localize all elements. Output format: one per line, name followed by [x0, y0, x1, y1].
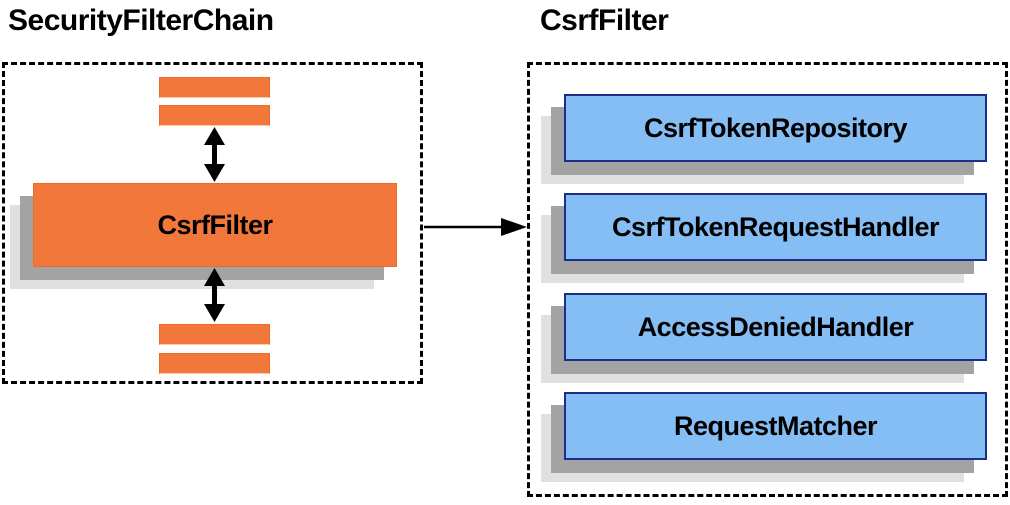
component-access-denied-handler: AccessDeniedHandler — [564, 293, 987, 361]
filter-placeholder-bar — [159, 105, 270, 126]
component-label: CsrfTokenRepository — [643, 112, 908, 143]
component-label: AccessDeniedHandler — [637, 311, 914, 342]
component-label: CsrfTokenRequestHandler — [611, 211, 940, 242]
csrf-filter-node: CsrfFilter — [33, 183, 397, 267]
security-filter-chain-container — [2, 62, 423, 384]
filter-placeholder-bar — [159, 77, 270, 98]
component-request-matcher: RequestMatcher — [564, 392, 987, 460]
csrf-filter-title: CsrfFilter — [540, 4, 669, 37]
filter-placeholder-bar — [159, 353, 270, 374]
csrf-filter-container — [527, 62, 1008, 497]
filter-placeholder-bar — [159, 324, 270, 345]
component-csrf-token-repository: CsrfTokenRepository — [564, 94, 987, 162]
component-csrf-token-request-handler: CsrfTokenRequestHandler — [564, 193, 987, 261]
csrf-filter-node-label: CsrfFilter — [157, 209, 273, 240]
right-arrow — [424, 218, 527, 236]
security-filter-chain-title: SecurityFilterChain — [8, 4, 274, 37]
component-label: RequestMatcher — [673, 410, 878, 441]
